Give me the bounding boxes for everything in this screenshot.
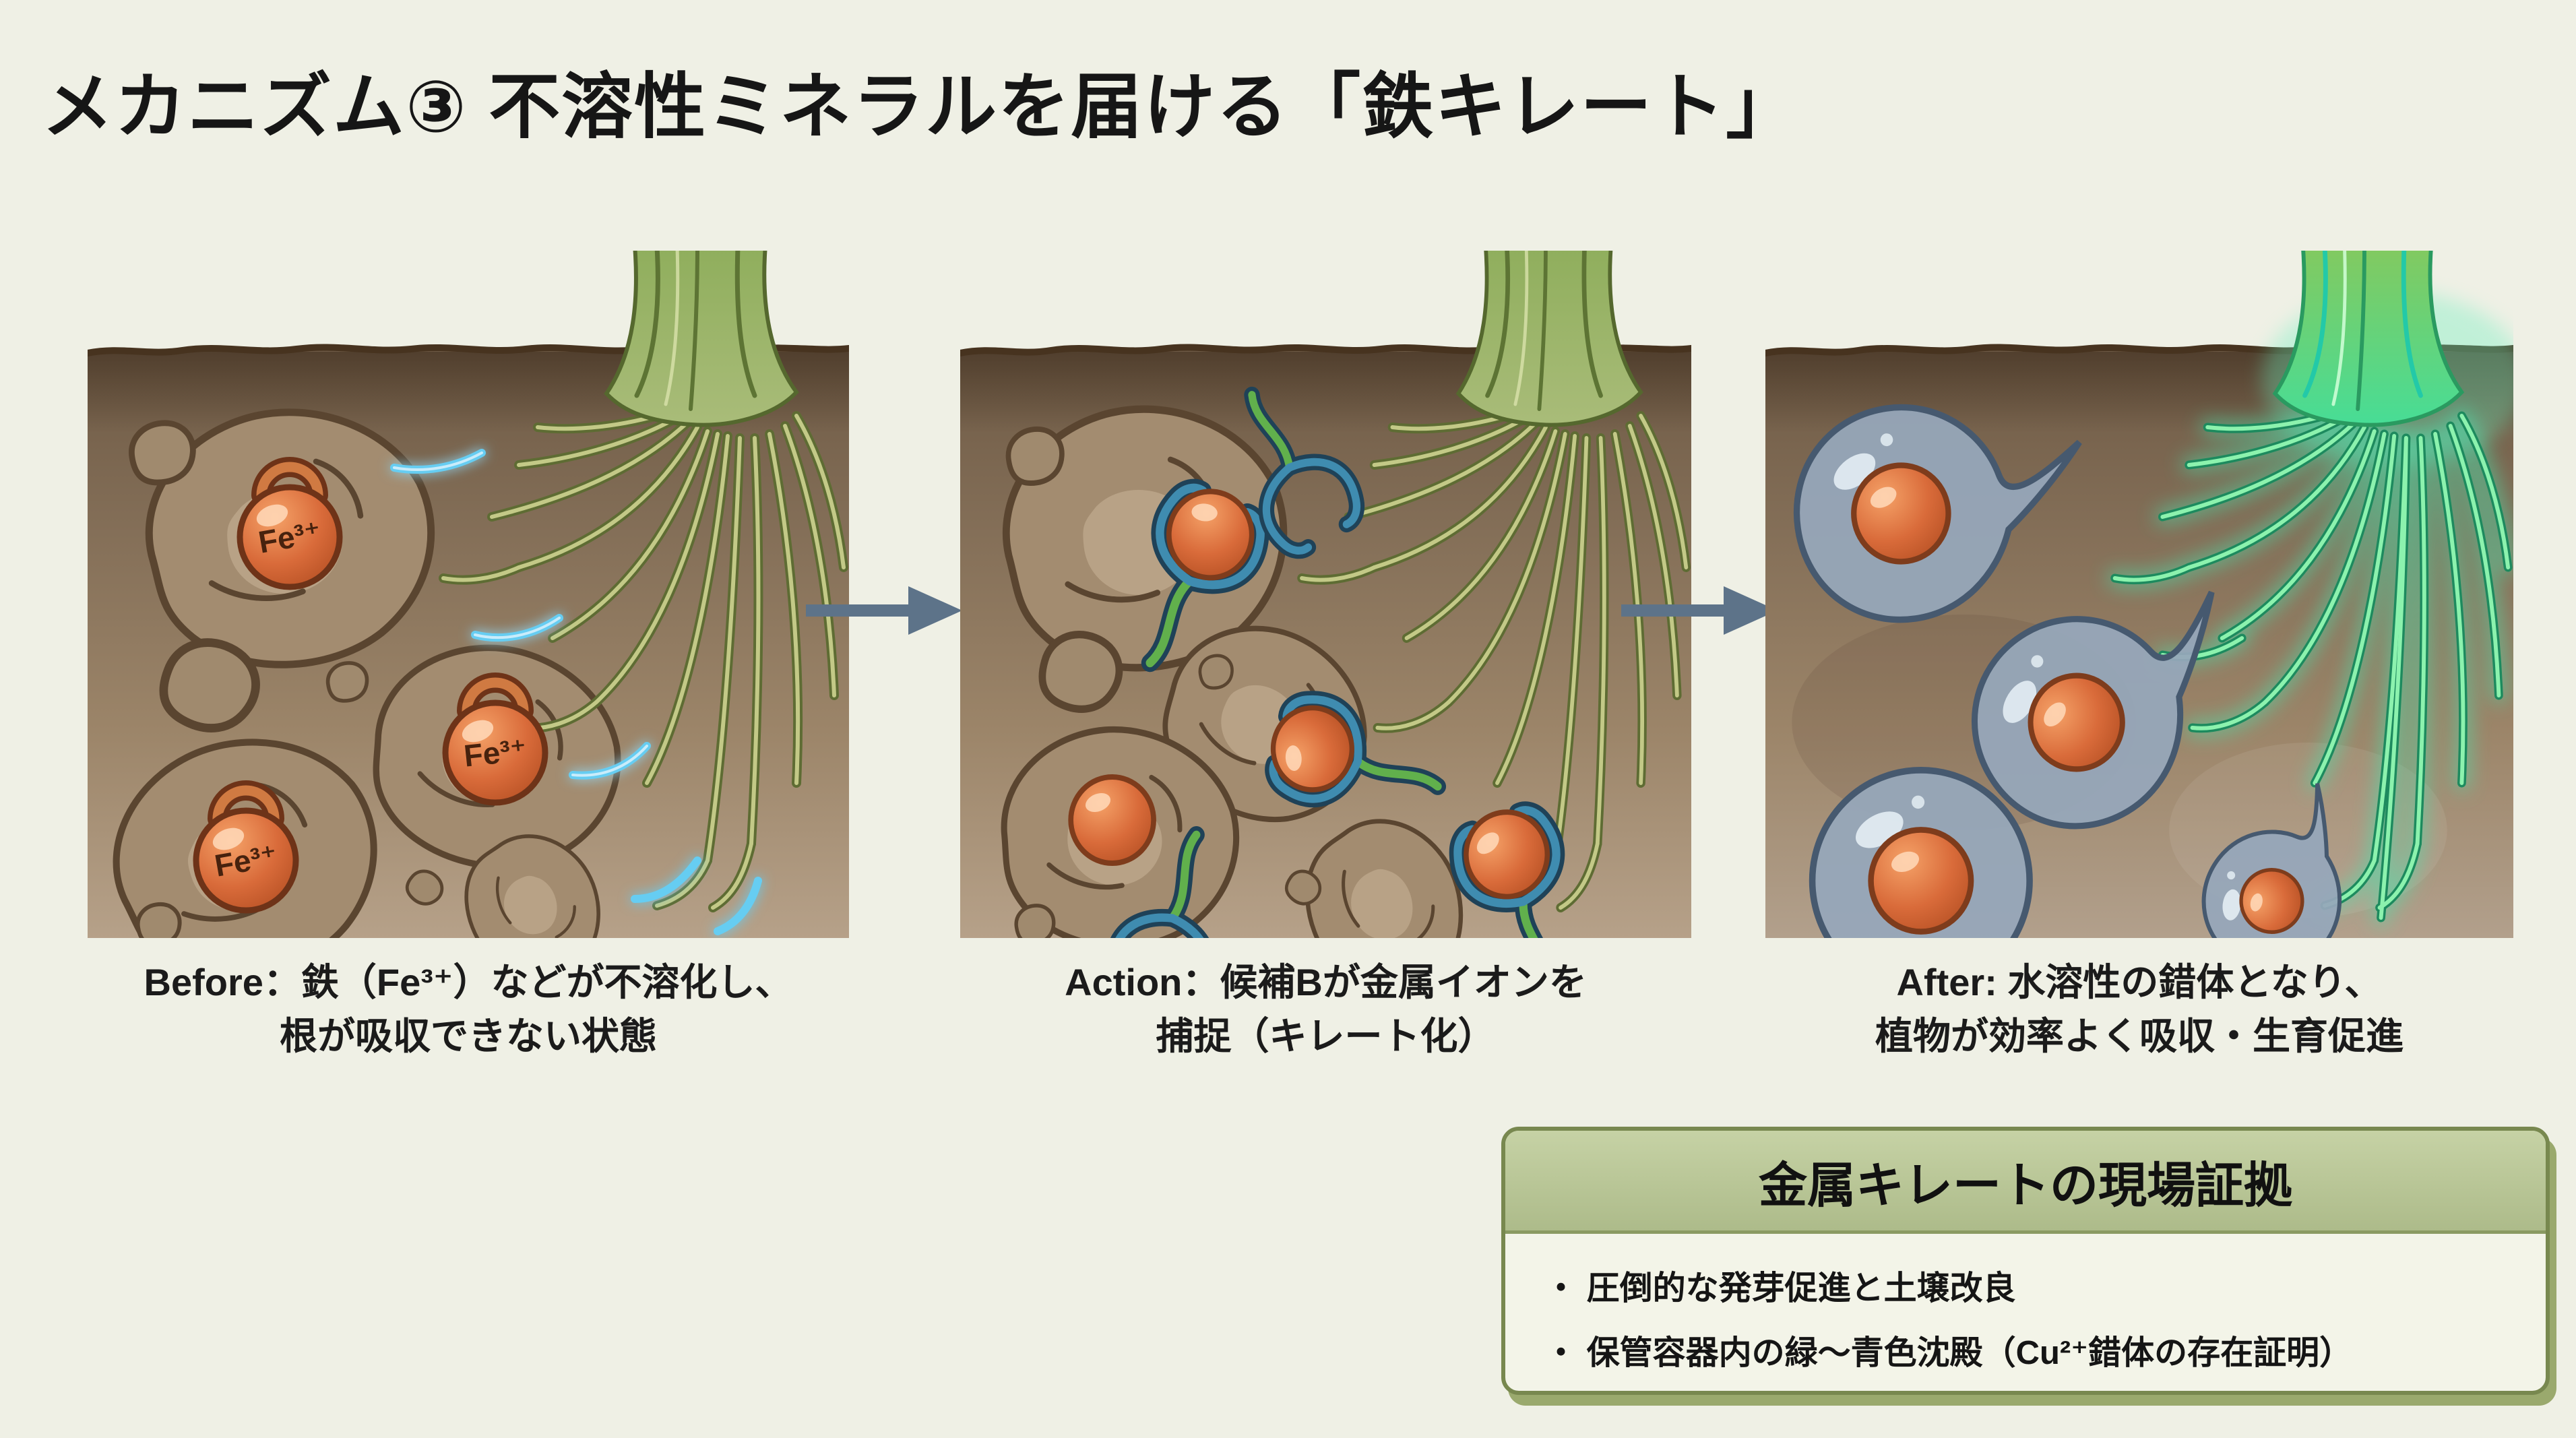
panel-before-illustration: Fe³⁺ Fe³⁺ Fe³⁺	[88, 251, 849, 938]
evidence-box-body: ・ 圧倒的な発芽促進と土壌改良 ・ 保管容器内の緑～青色沈殿（Cu²⁺錯体の存在…	[1505, 1234, 2546, 1385]
evidence-bullet-1: ・ 圧倒的な発芽促進と土壌改良	[1544, 1270, 2016, 1307]
plant-stem	[2272, 251, 2465, 427]
evidence-box-title: 金属キレートの現場証拠	[1505, 1131, 2546, 1234]
caption-action-line2: 捕捉（キレート化）	[1156, 1014, 1496, 1057]
caption-after-line1: After: 水溶性の錯体となり、	[1896, 961, 2383, 1003]
caption-before-line2: 根が吸収できない状態	[280, 1014, 657, 1057]
caption-after-line2: 植物が効率よく吸収・生育促進	[1875, 1014, 2404, 1057]
flow-arrow-icon	[806, 586, 962, 635]
panel-after-illustration	[1765, 251, 2513, 938]
caption-before-line1: Before：鉄（Fe³⁺）などが不溶化し、	[144, 961, 793, 1003]
plant-stem	[604, 251, 799, 427]
free-metal-ion	[1071, 777, 1154, 863]
caption-after: After: 水溶性の錯体となり、 植物が効率よく吸収・生育促進	[1725, 956, 2554, 1063]
locked-iron-ions: Fe³⁺ Fe³⁺ Fe³⁺	[196, 467, 545, 910]
evidence-bullet-2: ・ 保管容器内の緑～青色沈殿（Cu²⁺錯体の存在証明）	[1544, 1334, 2353, 1371]
page-title: メカニズム③ 不溶性ミネラルを届ける「鉄キレート」	[42, 67, 1799, 147]
panel-action-illustration	[960, 251, 1691, 938]
flow-arrow-icon	[1621, 586, 1778, 635]
caption-action-line1: Action：候補Bが金属イオンを	[1065, 961, 1587, 1003]
evidence-box: 金属キレートの現場証拠 ・ 圧倒的な発芽促進と土壌改良 ・ 保管容器内の緑～青色…	[1501, 1127, 2550, 1395]
caption-before: Before：鉄（Fe³⁺）などが不溶化し、 根が吸収できない状態	[67, 956, 869, 1063]
plant-stem	[1455, 251, 1643, 427]
caption-action: Action：候補Bが金属イオンを 捕捉（キレート化）	[957, 956, 1695, 1063]
fe-ion-label: Fe³⁺	[462, 732, 528, 773]
glow-root-tips	[390, 449, 762, 935]
